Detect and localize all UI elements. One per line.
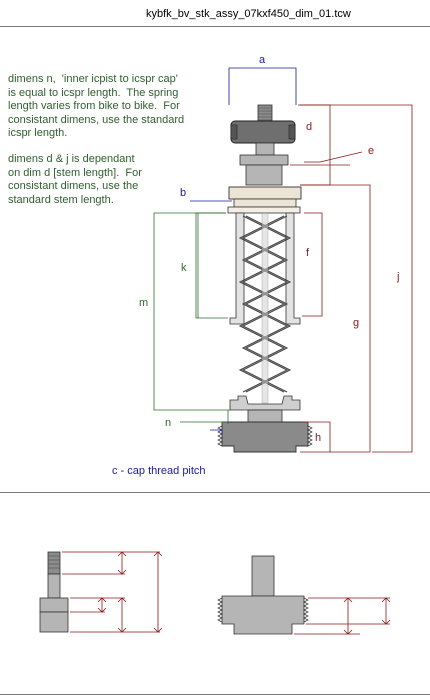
stem-collar bbox=[239, 154, 289, 166]
note-dimension-d-j: dimens d & j is dependant on dim d [stem… bbox=[8, 153, 142, 206]
note-dimension-n: dimens n, 'inner icpist to icspr cap' is… bbox=[8, 73, 185, 139]
dim-label-e: e bbox=[368, 145, 374, 157]
dim-label-g: g bbox=[353, 317, 359, 329]
stem-detail bbox=[39, 551, 69, 633]
drawing-filename: kybfk_bv_stk_assy_07kxf450_dim_01.tcw bbox=[146, 8, 351, 20]
center-rod bbox=[261, 212, 269, 404]
coil-spring bbox=[238, 215, 292, 393]
dim-label-j: j bbox=[396, 271, 399, 283]
dim-label-a: a bbox=[259, 54, 266, 66]
stem-lower bbox=[245, 164, 283, 186]
stem-assembly bbox=[217, 104, 313, 453]
lock-nut bbox=[230, 120, 296, 144]
spring-guide bbox=[229, 212, 245, 325]
spring-cap-base bbox=[228, 186, 302, 200]
caption-cap-thread-pitch: c - cap thread pitch bbox=[112, 465, 206, 477]
stem-detail-dimensions bbox=[62, 551, 163, 633]
stem-body bbox=[255, 142, 275, 156]
maroon-dimensions bbox=[290, 104, 413, 453]
divider-bottom bbox=[0, 694, 430, 695]
blue-dimensions bbox=[190, 67, 297, 434]
dim-label-k: k bbox=[181, 262, 187, 274]
cap-detail bbox=[217, 555, 309, 635]
threaded-cap bbox=[221, 421, 309, 453]
dim-label-b: b bbox=[180, 187, 186, 199]
divider-top bbox=[0, 26, 430, 27]
dim-label-f: f bbox=[306, 247, 310, 259]
divider-middle bbox=[0, 492, 430, 493]
dim-label-d: d bbox=[306, 121, 312, 133]
cap-detail-dimensions bbox=[294, 597, 391, 635]
dim-label-n: n bbox=[165, 417, 171, 429]
dim-label-m: m bbox=[139, 297, 148, 309]
green-dimensions bbox=[153, 212, 230, 424]
spring-seat bbox=[229, 395, 301, 411]
dim-label-h: h bbox=[315, 432, 321, 444]
